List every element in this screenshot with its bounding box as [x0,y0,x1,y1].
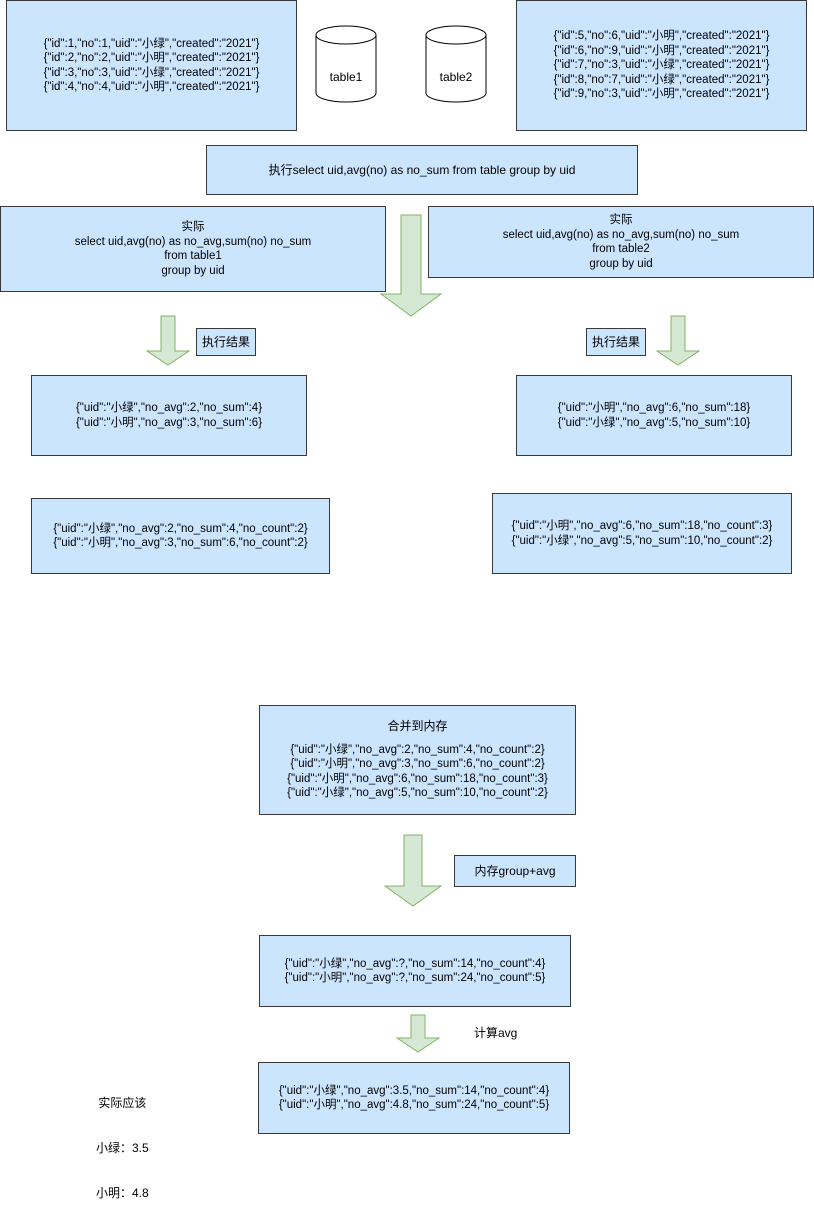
database-icon [315,25,377,103]
table1-cylinder: table1 [315,25,377,103]
result-line: {"uid":"小明","no_avg":4.8,"no_sum":24,"no… [278,1099,550,1111]
count-result-left: {"uid":"小绿","no_avg":2,"no_sum":4,"no_co… [31,498,330,574]
result-line: {"uid":"小明","no_avg":3,"no_sum":6,"no_co… [53,537,308,549]
count-result-right: {"uid":"小明","no_avg":6,"no_sum":18,"no_c… [492,493,792,574]
compute-avg-label: 计算avg [474,1026,518,1040]
record-line: {"id":9,"no":3,"uid":"小明","created":"202… [553,88,770,101]
result-line: {"uid":"小绿","no_avg":?,"no_sum":14,"no_c… [284,957,546,970]
expected-line: 实际应该 [98,1096,147,1110]
actual-line: from table1 [164,250,222,262]
result-line: {"uid":"小绿","no_avg":5,"no_sum":10,"no_c… [511,534,773,547]
expected-line: 小绿：3.5 [96,1141,149,1155]
record-line: {"id":3,"no":3,"uid":"小绿","created":"202… [43,66,260,79]
actual-line: group by uid [589,257,653,270]
actual-line: select uid,avg(no) as no_avg,sum(no) no_… [74,235,312,248]
grouped-result: {"uid":"小绿","no_avg":?,"no_sum":14,"no_c… [259,935,571,1007]
record-line: {"id":4,"no":4,"uid":"小明","created":"202… [43,81,260,93]
actual-line: select uid,avg(no) as no_avg,sum(no) no_… [502,228,740,241]
result-line: {"uid":"小绿","no_avg":5,"no_sum":10,"no_c… [287,787,548,800]
actual-line: 实际 [609,214,633,226]
down-arrow-icon [395,1014,441,1053]
label-text: 执行结果 [591,334,640,349]
database-icon [425,25,487,103]
record-line: {"id":6,"no":9,"uid":"小明","created":"202… [553,44,770,57]
result-right: {"uid":"小明","no_avg":6,"no_sum":18} {"ui… [516,375,792,456]
actual-line: 实际 [181,221,205,233]
expected-note: 实际应该 小绿：3.5 小明：4.8 [96,1066,149,1216]
label-text: 执行结果 [201,334,250,349]
table1-label: table1 [329,70,363,84]
down-arrow-icon [379,214,443,317]
result-line: {"uid":"小明","no_avg":6,"no_sum":18} [557,402,751,414]
exec-result-label-left: 执行结果 [196,328,256,356]
actual-line: from table2 [592,243,650,255]
result-line: {"uid":"小绿","no_avg":2,"no_sum":4} [75,402,263,414]
source-records-left: {"id":1,"no":1,"uid":"小绿","created":"202… [6,0,297,131]
table2-label: table2 [439,70,473,84]
result-line: {"uid":"小明","no_avg":6,"no_sum":18,"no_c… [287,772,548,785]
record-line: {"id":1,"no":1,"uid":"小绿","created":"202… [43,37,260,50]
result-line: {"uid":"小绿","no_avg":5,"no_sum":10} [557,416,751,429]
merge-memory-box: 合并到内存 {"uid":"小绿","no_avg":2,"no_sum":4,… [259,705,576,815]
record-line: {"id":2,"no":2,"uid":"小明","created":"202… [43,52,260,64]
record-line: {"id":8,"no":7,"uid":"小绿","created":"202… [553,73,770,86]
actual-query-left: 实际 select uid,avg(no) as no_avg,sum(no) … [0,206,386,292]
result-line: {"uid":"小绿","no_avg":3.5,"no_sum":14,"no… [278,1084,550,1097]
down-arrow-icon [655,315,701,366]
result-line: {"uid":"小绿","no_avg":2,"no_sum":4,"no_co… [290,743,545,756]
record-line: {"id":7,"no":3,"uid":"小绿","created":"202… [553,59,770,72]
result-line: {"uid":"小明","no_avg":3,"no_sum":6} [75,416,263,429]
query-text: 执行select uid,avg(no) as no_sum from tabl… [268,162,576,177]
label-text: 内存group+avg [474,863,556,878]
result-line: {"uid":"小明","no_avg":3,"no_sum":6,"no_co… [290,758,545,771]
final-result: {"uid":"小绿","no_avg":3.5,"no_sum":14,"no… [258,1062,570,1134]
source-records-right: {"id":5,"no":6,"uid":"小明","created":"202… [516,0,807,131]
exec-result-label-right: 执行结果 [586,328,646,356]
memory-group-label: 内存group+avg [454,855,576,887]
actual-query-right: 实际 select uid,avg(no) as no_avg,sum(no) … [428,206,814,278]
result-line: {"uid":"小绿","no_avg":2,"no_sum":4,"no_co… [53,522,308,535]
table2-cylinder: table2 [425,25,487,103]
result-line: {"uid":"小明","no_avg":?,"no_sum":24,"no_c… [284,972,546,984]
actual-line: group by uid [161,264,225,277]
expected-line: 小明：4.8 [96,1186,149,1200]
result-line: {"uid":"小明","no_avg":6,"no_sum":18,"no_c… [511,520,773,532]
down-arrow-icon [145,315,191,366]
merge-title: 合并到内存 [387,719,448,734]
down-arrow-icon [383,834,443,907]
record-line: {"id":5,"no":6,"uid":"小明","created":"202… [553,30,770,43]
result-left: {"uid":"小绿","no_avg":2,"no_sum":4} {"uid… [31,375,307,456]
query-box: 执行select uid,avg(no) as no_sum from tabl… [206,145,638,195]
